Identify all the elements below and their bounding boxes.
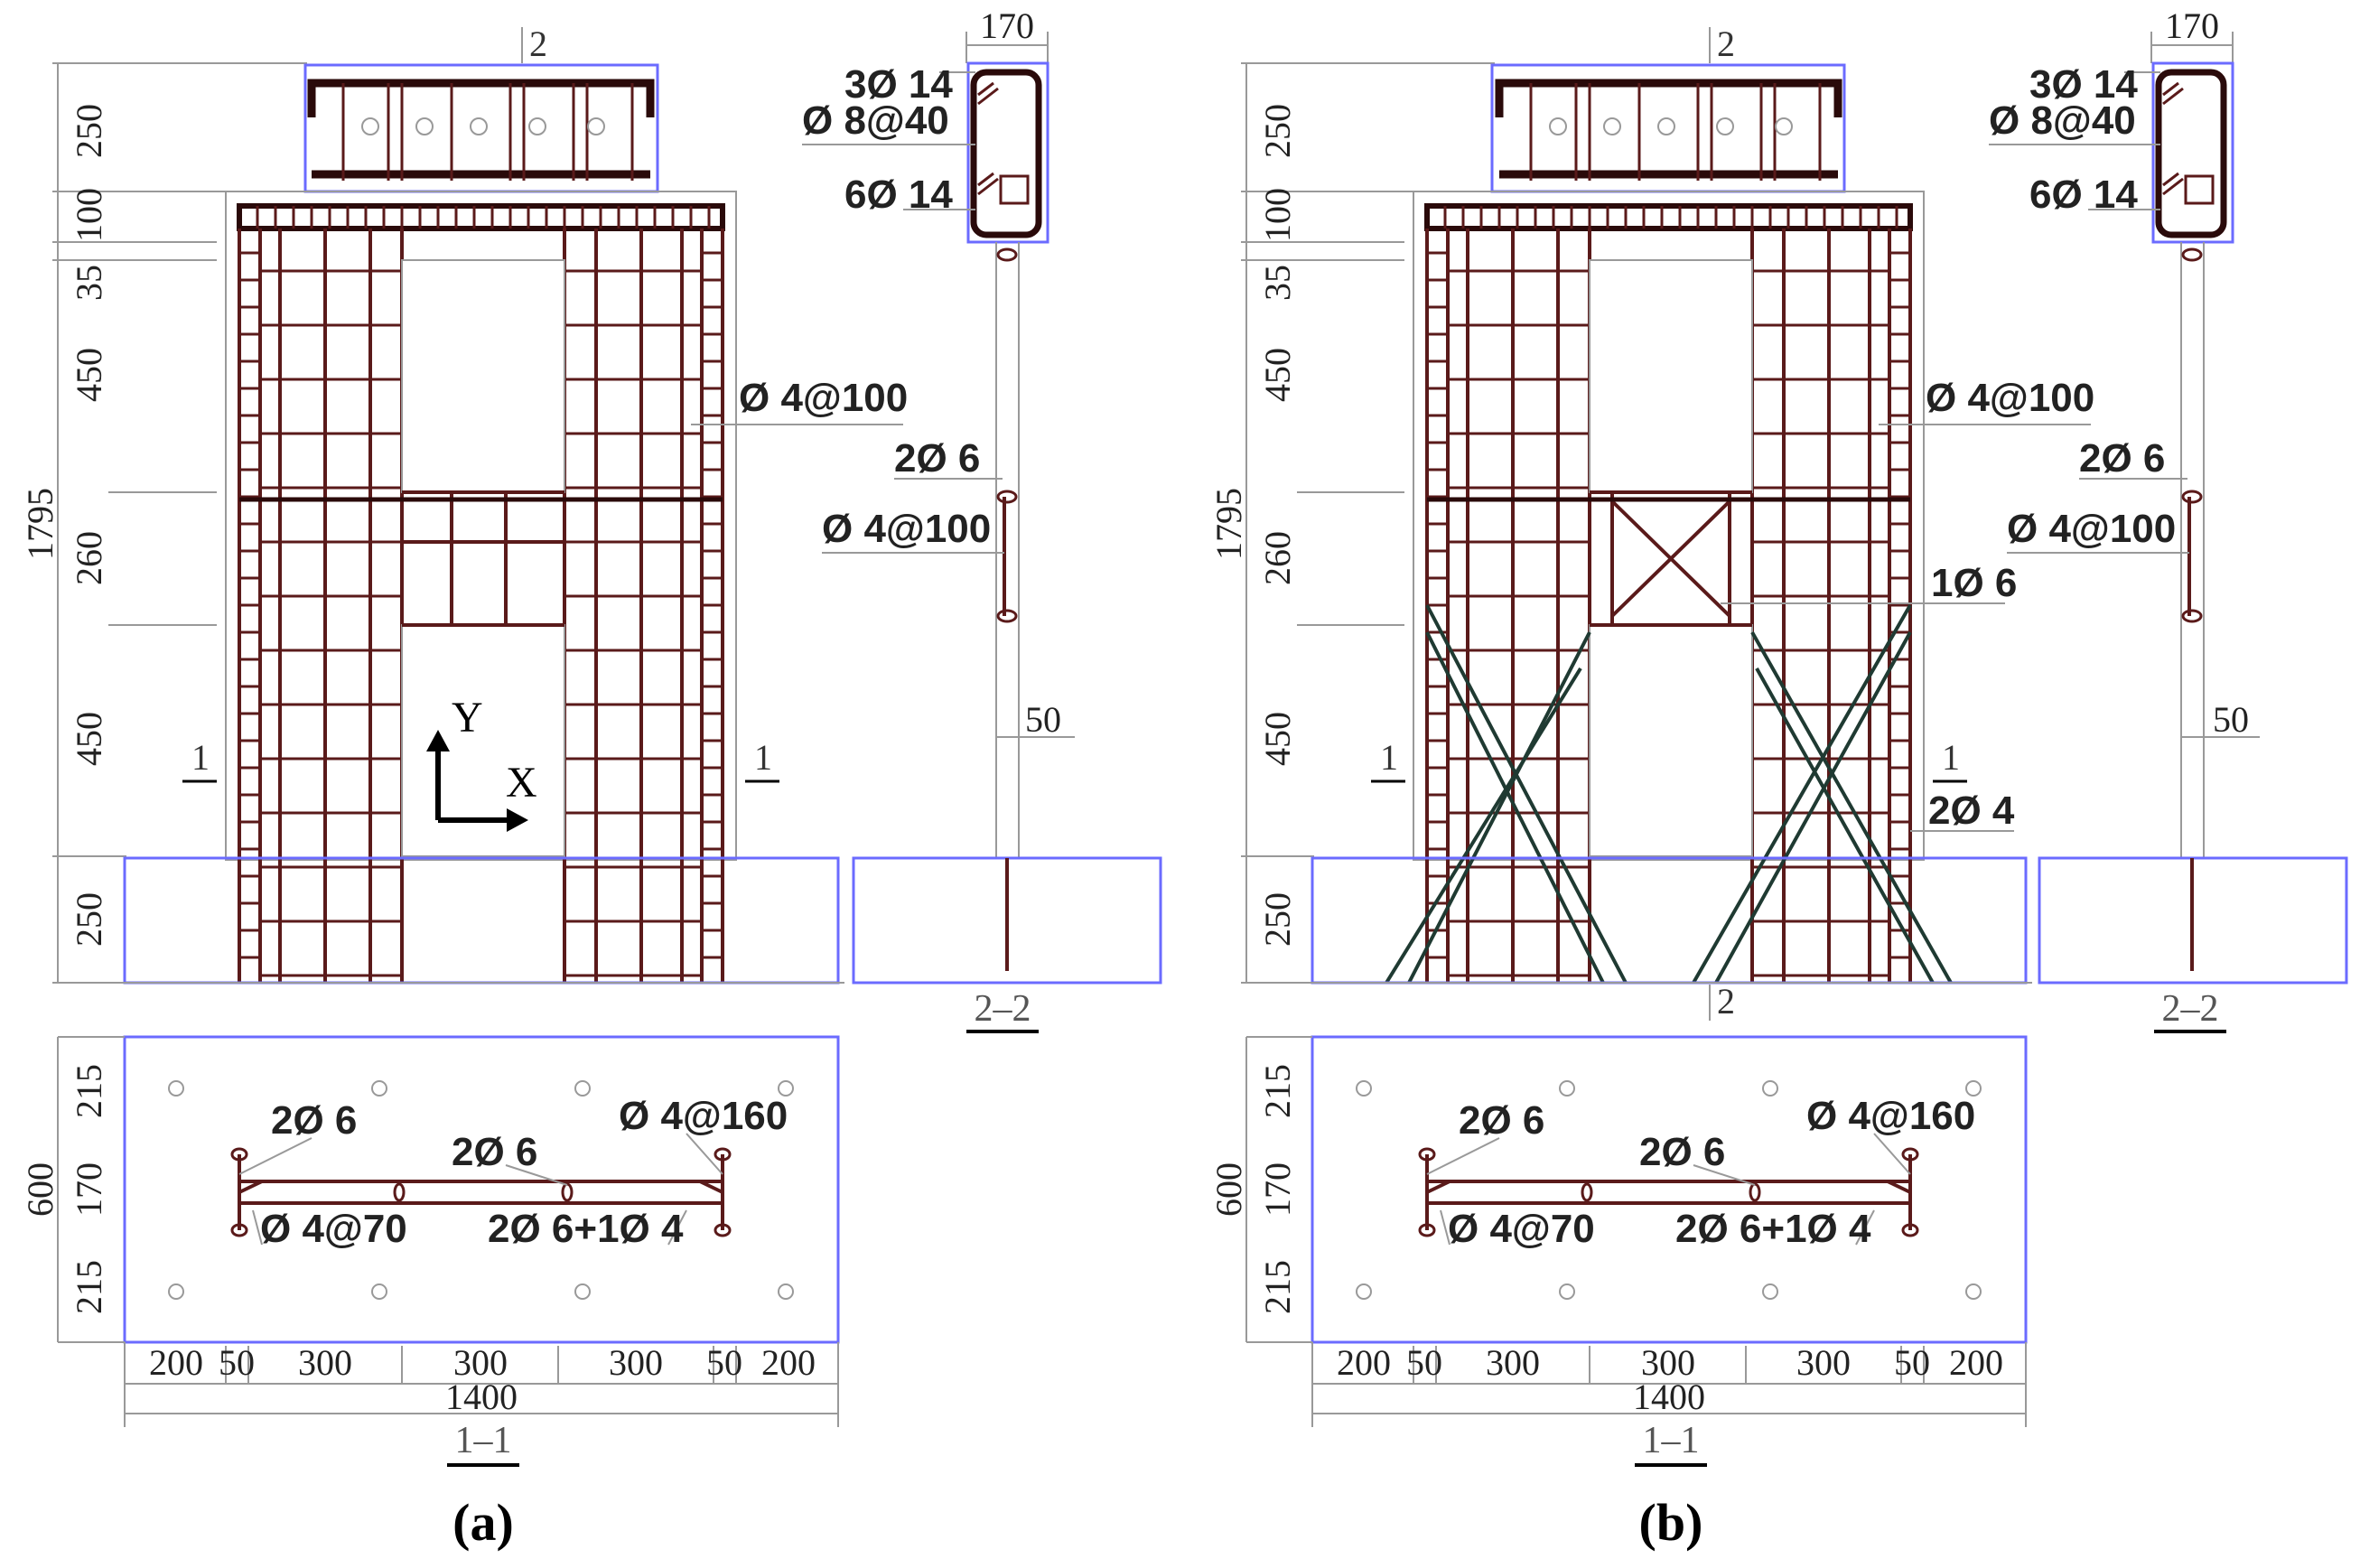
label-top-bars: 3Ø 14	[844, 62, 953, 107]
plan-dim-215-bottom: 215	[69, 1260, 109, 1314]
cut-marker-1-right: 1	[754, 737, 772, 778]
b-plan-label-2d6-1d4: 2Ø 6+1Ø 4	[1675, 1207, 1871, 1251]
dim-260: 260	[69, 531, 109, 585]
caption-b: (b)	[1639, 1493, 1703, 1552]
plan-label-2d6-1d4: 2Ø 6+1Ø 4	[488, 1207, 684, 1251]
b-section-label-2-2: 2–2	[2162, 988, 2219, 1030]
dim-35: 35	[69, 265, 109, 301]
dim-250-bottom: 250	[69, 892, 109, 947]
b-plan-label-4at160: Ø 4@160	[1806, 1094, 1975, 1138]
b-dim-250-top: 250	[1257, 104, 1298, 158]
b-plan-dim-215-top: 215	[1257, 1064, 1298, 1118]
dim-100: 100	[69, 188, 109, 242]
b-plan-label-2d6-mid: 2Ø 6	[1639, 1130, 1725, 1174]
plan-outline	[123, 1035, 840, 1344]
b-cut-marker-1-left: 1	[1380, 737, 1398, 778]
caption-a: (a)	[452, 1493, 514, 1552]
label-web-bars: Ø 4@100	[739, 376, 908, 420]
plan-bdim-300-b: 300	[453, 1342, 508, 1383]
b-cut-marker-1-right: 1	[1942, 737, 1960, 778]
b-label-bound-bars: 2Ø 6	[2079, 436, 2165, 481]
plan-bdim-200-right: 200	[761, 1342, 816, 1383]
b-plan-total-1400: 1400	[1633, 1377, 1705, 1417]
plan-total-1400: 1400	[445, 1377, 518, 1417]
b-plan-label-4at70: Ø 4@70	[1448, 1207, 1595, 1251]
plan-bdim-200-left: 200	[149, 1342, 203, 1383]
b-plan-bdim-300-a: 300	[1486, 1342, 1540, 1383]
plan-label-2d6-mid: 2Ø 6	[452, 1130, 537, 1174]
cut-marker-2-top: 2	[529, 23, 547, 64]
b-cut-marker-2-top: 2	[1717, 23, 1735, 64]
b-dim-450-lower: 450	[1257, 712, 1298, 766]
plan-label-4at70: Ø 4@70	[260, 1207, 407, 1251]
plan-bdim-50-left: 50	[219, 1342, 255, 1383]
axis-y-label: Y	[452, 694, 483, 742]
plan-dim-215-top: 215	[69, 1064, 109, 1118]
axis-x-label: X	[506, 759, 537, 807]
b-plan-dim-215-bottom: 215	[1257, 1260, 1298, 1314]
dim-450-lower: 450	[69, 712, 109, 766]
b-dim-250-bottom: 250	[1257, 892, 1298, 947]
section-label-1-1: 1–1	[455, 1420, 512, 1461]
b-label-web-bars: Ø 4@100	[1926, 376, 2094, 420]
foundation-outline	[123, 856, 840, 985]
dim-250-top: 250	[69, 104, 109, 158]
b-plan-bdim-200-left: 200	[1337, 1342, 1391, 1383]
dim-total-1795: 1795	[20, 488, 61, 560]
plan-bdim-300-c: 300	[609, 1342, 663, 1383]
b-label-diag-beam: 1Ø 6	[1931, 561, 2017, 605]
b-dim-total-1795: 1795	[1208, 488, 1249, 560]
b-dim-450-upper: 450	[1257, 348, 1298, 402]
label-web2-bars: Ø 4@100	[822, 507, 991, 551]
cut-marker-1-left: 1	[191, 737, 210, 778]
b-plan-label-2d6-left: 2Ø 6	[1459, 1098, 1544, 1143]
label-stirrup: Ø 8@40	[802, 98, 949, 143]
b-plan-bdim-200-right: 200	[1949, 1342, 2003, 1383]
col-width-170: 170	[980, 5, 1034, 46]
plan-label-4at160: Ø 4@160	[619, 1094, 788, 1138]
plan-dim-170: 170	[69, 1162, 109, 1217]
b-dim-35: 35	[1257, 265, 1298, 301]
plan-bdim-50-right: 50	[706, 1342, 742, 1383]
b-plan-bdim-50-left: 50	[1406, 1342, 1442, 1383]
b-label-cover-50: 50	[2213, 699, 2249, 740]
b-plan-bdim-300-c: 300	[1796, 1342, 1851, 1383]
label-cover-50: 50	[1025, 699, 1061, 740]
plan-bdim-300-a: 300	[298, 1342, 352, 1383]
panel-b: 250 100 35 450 260 450 250 1795 2	[1208, 5, 2348, 1552]
b-col-width-170: 170	[2165, 5, 2219, 46]
b-label-diag-pier: 2Ø 4	[1928, 789, 2015, 833]
b-plan-dim-170: 170	[1257, 1162, 1298, 1217]
b-plan-dim-600: 600	[1208, 1162, 1249, 1217]
b-section-label-1-1: 1–1	[1643, 1420, 1700, 1461]
plan-dim-600: 600	[20, 1162, 61, 1217]
b-dim-100: 100	[1257, 188, 1298, 242]
b-plan-bdim-50-right: 50	[1894, 1342, 1930, 1383]
b-cut-marker-2-bottom: 2	[1717, 981, 1735, 1022]
label-bound-bars: 2Ø 6	[894, 436, 980, 481]
b-label-stirrup: Ø 8@40	[1989, 98, 2136, 143]
b-plan-bdim-300-b: 300	[1641, 1342, 1695, 1383]
section-label-2-2: 2–2	[975, 988, 1031, 1030]
b-label-bottom-bars: 6Ø 14	[2029, 173, 2138, 217]
dim-450-upper: 450	[69, 348, 109, 402]
b-label-web2-bars: Ø 4@100	[2007, 507, 2176, 551]
panel-a: 250 100 35 450 260 450 250 1795 2	[20, 5, 1162, 1552]
b-label-top-bars: 3Ø 14	[2029, 62, 2138, 107]
plan-label-2d6-left: 2Ø 6	[271, 1098, 357, 1143]
b-dim-260: 260	[1257, 531, 1298, 585]
label-bottom-bars: 6Ø 14	[844, 173, 953, 217]
